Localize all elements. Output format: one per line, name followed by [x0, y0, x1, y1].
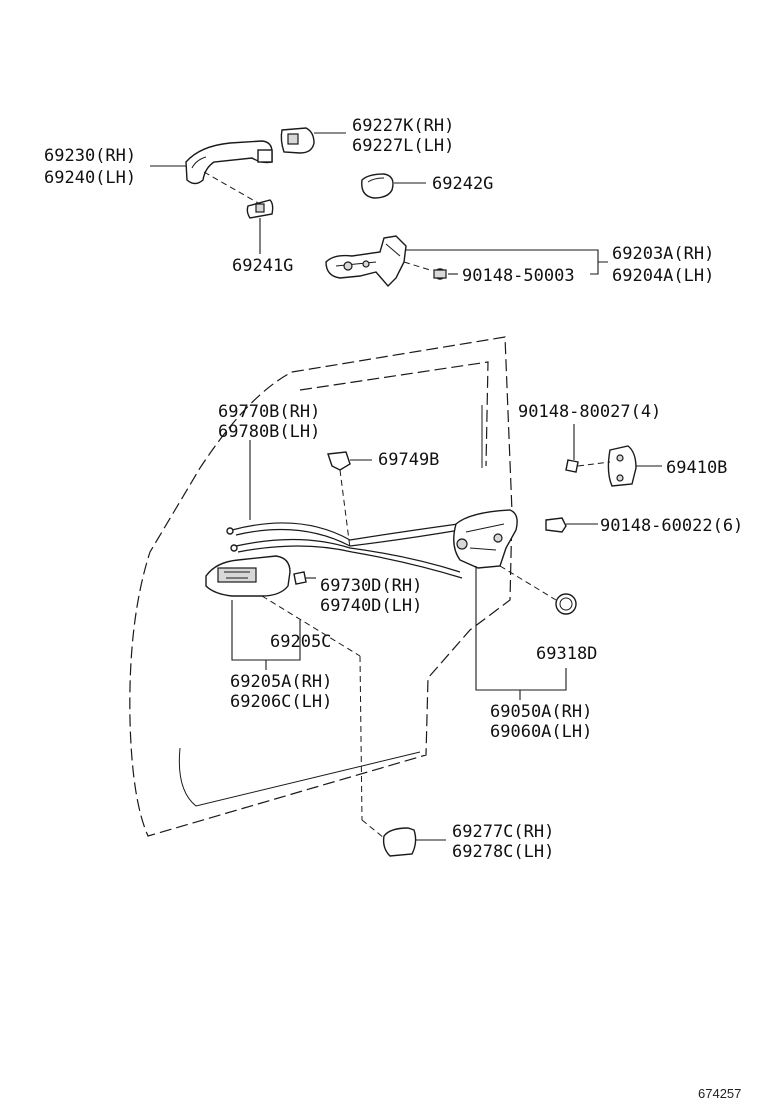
label-69240: 69240(LH) [44, 168, 137, 188]
dash-link-69277C-3 [361, 819, 385, 839]
inside-handle-69205A [205, 555, 291, 597]
dash-link-69749B [339, 469, 351, 549]
label-69780B: 69780B(LH) [218, 422, 321, 442]
label-90148-50003: 90148-50003 [462, 266, 575, 286]
label-69749B: 69749B [378, 450, 440, 470]
dash-link-69241G [203, 171, 261, 205]
dash-link-90148-50003 [403, 261, 431, 271]
label-69318D: 69318D [536, 644, 598, 664]
dash-link-90148-80027 [577, 461, 611, 467]
screw-90148-50003 [433, 268, 447, 280]
label-69205C: 69205C [270, 632, 332, 652]
door-lock-69050A [453, 509, 518, 569]
label-69277C: 69277C(RH) [452, 822, 555, 842]
diagram-reference-number: 674257 [698, 1086, 742, 1101]
label-69050A: 69050A(RH) [490, 702, 593, 722]
label-69204A: 69204A(LH) [612, 266, 715, 286]
striker-69410B [607, 445, 637, 487]
label-69242G: 69242G [432, 174, 494, 194]
handle-cap-69227K [280, 127, 315, 154]
label-69227L: 69227L(LH) [352, 136, 455, 156]
dash-link-69318D [499, 565, 557, 601]
clip-69749B [327, 451, 351, 471]
label-69730D: 69730D(RH) [320, 576, 423, 596]
label-69203A: 69203A(RH) [612, 244, 715, 264]
cover-69277C [382, 827, 417, 857]
handle-pad-69242G [361, 173, 394, 199]
label-69230: 69230(RH) [44, 146, 137, 166]
label-69227K: 69227K(RH) [352, 116, 455, 136]
cap-69318D [555, 593, 577, 615]
label-69770B: 69770B(RH) [218, 402, 321, 422]
label-69206C: 69206C(LH) [230, 692, 333, 712]
label-69410B: 69410B [666, 458, 728, 478]
label-69060A: 69060A(LH) [490, 722, 593, 742]
leader-69050A [475, 566, 567, 691]
label-90148-60022: 90148-60022(6) [600, 516, 744, 536]
dash-link-69277C [261, 595, 361, 657]
clip-69205C [293, 571, 307, 585]
cable-assembly [226, 522, 463, 579]
rear-door-outline [129, 336, 513, 837]
screw-90148-80027 [565, 459, 579, 473]
handle-pad-69241G [246, 199, 274, 219]
label-69278C: 69278C(LH) [452, 842, 555, 862]
leader-69203A [406, 249, 608, 275]
dash-link-69277C-2 [359, 655, 363, 821]
label-90148-80027: 90148-80027(4) [518, 402, 662, 422]
screw-90148-60022 [545, 517, 567, 533]
label-69241G: 69241G [232, 256, 294, 276]
outside-handle-69230 [185, 140, 273, 185]
handle-frame-69203A [325, 235, 407, 288]
label-69740D: 69740D(LH) [320, 596, 423, 616]
label-69205A: 69205A(RH) [230, 672, 333, 692]
